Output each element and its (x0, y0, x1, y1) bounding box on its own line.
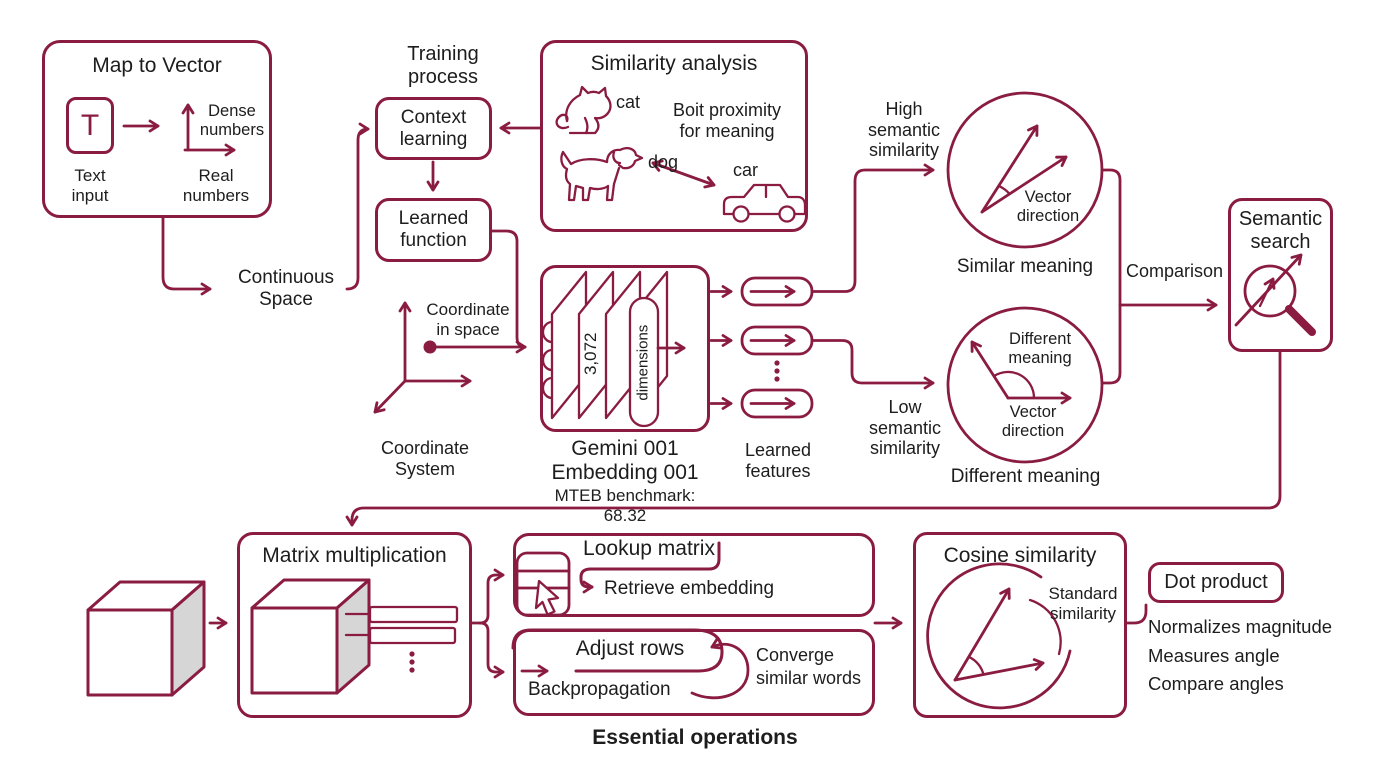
text-input-label: Text input (71, 166, 109, 205)
dims-value-label: 3,072 (581, 332, 601, 376)
learned-function-label: Learned function (398, 208, 469, 251)
high-similarity-label: High semantic similarity (867, 99, 941, 161)
low-similarity-label: Low semantic similarity (868, 397, 942, 459)
vector-direction-low-label: Vector direction (1001, 403, 1065, 440)
lookup-table-icon (515, 551, 571, 617)
dense-numbers-label: Dense numbers (199, 102, 265, 139)
matrix-multiplication-title: Matrix multiplication (262, 544, 447, 567)
essential-operations-caption: Essential operations (592, 726, 798, 749)
matrix-cube-icon (250, 578, 459, 695)
different-meaning-caption: Different meaning (950, 466, 1101, 487)
dog-icon (560, 147, 644, 202)
semantic-search-icon (1234, 253, 1316, 336)
comparison-label: Comparison (1126, 261, 1224, 281)
model-name-line2: Embedding 001 (551, 461, 699, 484)
comparison-connector-low (1100, 303, 1122, 385)
dog-car-distance-arrow (651, 159, 716, 189)
cat-icon (555, 85, 612, 135)
training-process-title: Training process (407, 43, 479, 88)
coordinate-system-axes (373, 301, 472, 414)
lookup-matrix-title: Lookup matrix (583, 537, 715, 560)
similar-meaning-caption: Similar meaning (956, 256, 1094, 277)
dog-label: dog (648, 152, 679, 172)
adjust-rows-tab-outline (511, 628, 724, 673)
comparison-connector-high (1100, 168, 1218, 312)
cosine-to-dot-connector (1125, 603, 1148, 625)
learned-function-box: Learned function (375, 198, 492, 262)
coordinate-in-space-label: Coordinate in space (426, 300, 510, 339)
benchmark-label: MTEB benchmark: 68.32 (554, 486, 696, 525)
dot-product-point-2: Measures angle (1148, 645, 1280, 666)
converge-label: Converge similar words (756, 645, 862, 689)
adjust-rows-title: Adjust rows (575, 637, 685, 660)
coordinate-point-dot (423, 340, 437, 354)
context-learning-label: Context learning (399, 106, 468, 150)
learned-features-label: Learned features (744, 440, 812, 481)
t-glyph: T (80, 108, 100, 142)
to-high-similarity-connector (810, 163, 935, 293)
to-low-similarity-connector (810, 339, 935, 390)
dims-text-label: dimensions (634, 324, 652, 401)
map-to-vector-title: Map to Vector (92, 54, 222, 77)
learned-feature-pills (740, 276, 814, 419)
proximity-note: Boit proximity for meaning (672, 100, 782, 141)
context-learning-box: Context learning (375, 97, 492, 160)
input-tensor-cube (86, 580, 206, 697)
map-internal-arrows (122, 103, 236, 157)
model-name-line1: Gemini 001 (571, 437, 679, 460)
vector-direction-high-label: Vector direction (1016, 188, 1080, 225)
backpropagation-label: Backpropagation (528, 679, 671, 700)
dot-product-point-1: Normalizes magnitude (1148, 616, 1333, 637)
different-meaning-circle (946, 306, 1104, 464)
standard-similarity-label: Standard similarity (1048, 584, 1118, 623)
lookup-section-box (513, 533, 875, 617)
continuous-space-label: Continuous Space (237, 267, 335, 310)
cosine-angle-icon (926, 562, 1072, 710)
dot-product-box: Dot product (1148, 562, 1284, 603)
similarity-analysis-title: Similarity analysis (590, 52, 758, 75)
coordinate-system-label: Coordinate System (380, 438, 470, 479)
model-output-arrows (709, 285, 733, 410)
dot-product-point-3: Compare angles (1148, 673, 1284, 694)
different-meaning-inner-label: Different meaning (1008, 330, 1072, 367)
cosine-similarity-title: Cosine similarity (943, 544, 1097, 567)
space-to-context-connector (345, 122, 370, 291)
map-to-space-connector (161, 216, 212, 296)
search-to-operations-connector (345, 350, 1282, 527)
retrieve-embedding-label: Retrieve embedding (604, 578, 775, 599)
real-numbers-label: Real numbers (182, 166, 250, 205)
cat-label: cat (616, 92, 641, 112)
car-label: car (733, 160, 759, 180)
matrix-to-operations-split (470, 568, 505, 679)
embedding-layers-icon (541, 270, 686, 428)
dot-product-label: Dot product (1164, 571, 1268, 593)
lookup-to-retrieve-connector (579, 541, 721, 594)
converge-loop-arrow (690, 637, 750, 700)
semantic-search-title: Semantic search (1238, 208, 1323, 253)
text-input-icon: T (66, 97, 114, 154)
car-icon (722, 183, 807, 223)
